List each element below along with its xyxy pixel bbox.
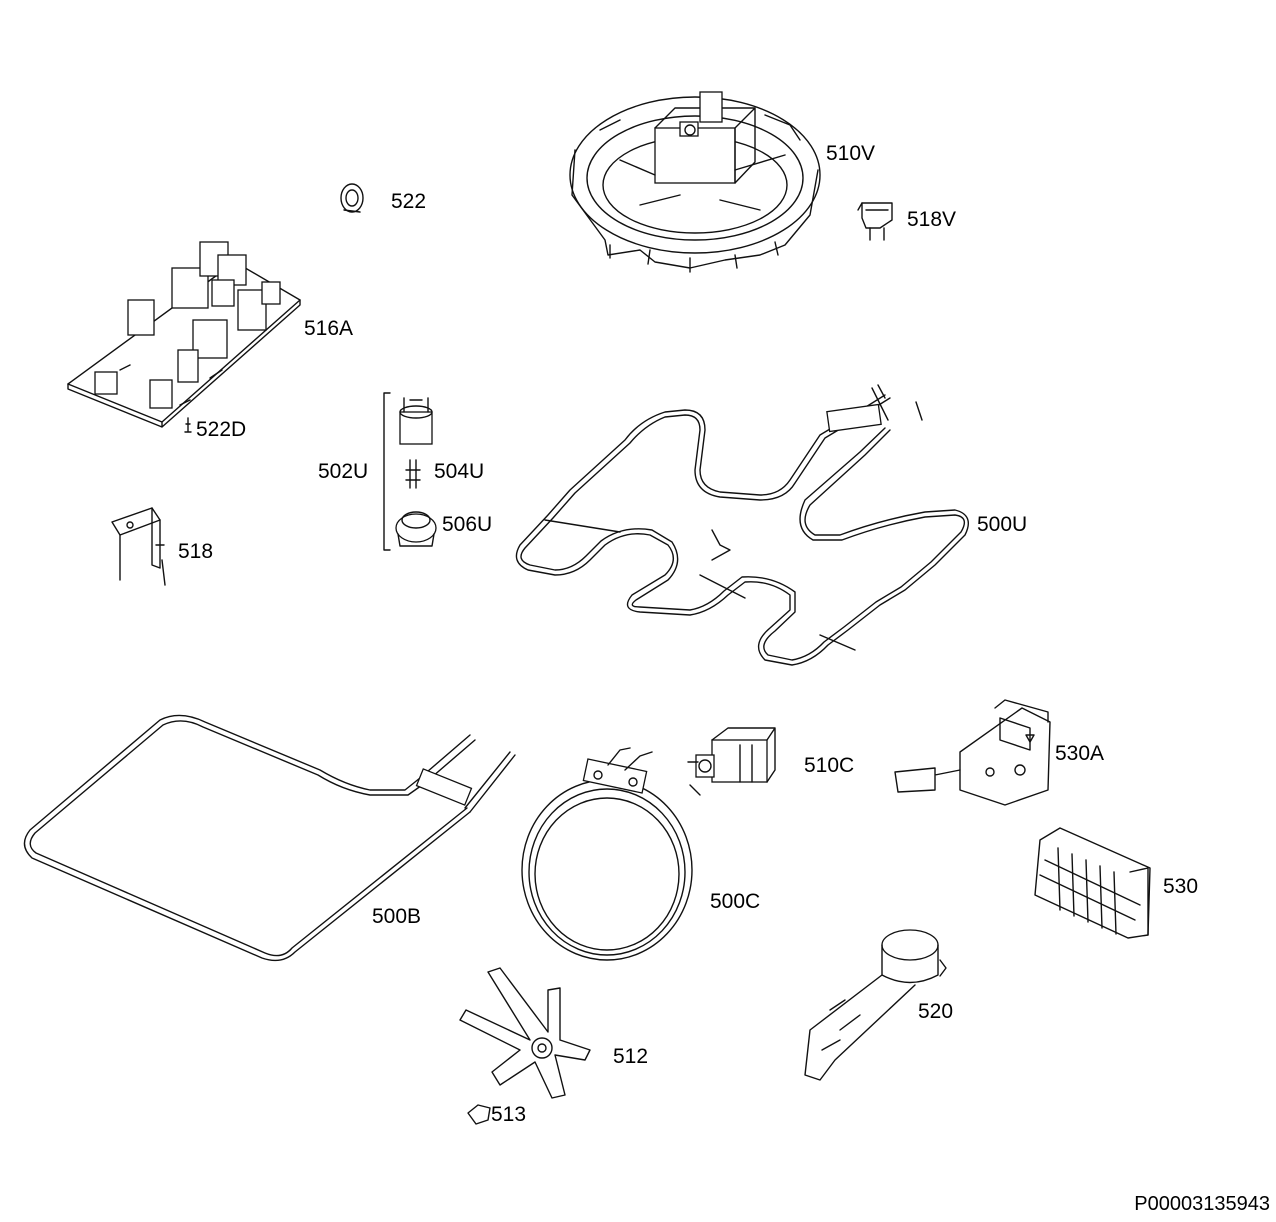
callout-518v: 518V bbox=[907, 208, 957, 231]
callout-512: 512 bbox=[613, 1045, 649, 1068]
part-500b-bottom-element bbox=[23, 714, 516, 962]
part-522-clip bbox=[340, 183, 364, 213]
callout-530a: 530A bbox=[1055, 742, 1105, 765]
callout-510c: 510C bbox=[804, 754, 855, 777]
part-530-terminal-block bbox=[1034, 827, 1151, 939]
callout-500u: 500U bbox=[977, 513, 1028, 536]
callout-506u: 506U bbox=[442, 513, 493, 536]
callout-520: 520 bbox=[918, 1000, 954, 1023]
part-500u-grill-element bbox=[515, 384, 969, 666]
part-502u-thermostat bbox=[399, 397, 433, 445]
part-510v-fan-assembly bbox=[569, 91, 821, 273]
part-520-timer-switch bbox=[804, 929, 947, 1081]
callout-504u: 504U bbox=[434, 460, 485, 483]
part-522d-pin bbox=[184, 417, 192, 433]
part-513-nut bbox=[467, 1104, 491, 1125]
part-516a-circuit-board bbox=[67, 241, 301, 428]
callout-500b: 500B bbox=[372, 905, 422, 928]
callout-510v: 510V bbox=[826, 142, 876, 165]
part-506u-lamp-cover bbox=[395, 511, 437, 547]
callout-522: 522 bbox=[391, 190, 427, 213]
part-530a-connector-block bbox=[894, 699, 1051, 806]
part-518-bracket bbox=[111, 507, 166, 586]
part-500c-round-element bbox=[521, 747, 693, 961]
part-518v-bracket bbox=[857, 202, 893, 241]
callout-530: 530 bbox=[1163, 875, 1199, 898]
callout-516a: 516A bbox=[304, 317, 354, 340]
callout-513: 513 bbox=[491, 1103, 527, 1126]
callout-518: 518 bbox=[178, 540, 214, 563]
part-510c-motor bbox=[687, 727, 776, 796]
callout-500c: 500C bbox=[710, 890, 761, 913]
callout-502u: 502U bbox=[318, 460, 369, 483]
callout-522d: 522D bbox=[196, 418, 247, 441]
part-504u-connector bbox=[405, 459, 421, 489]
part-502u-group-bracket bbox=[383, 392, 391, 551]
part-512-fan-blade bbox=[459, 967, 591, 1099]
document-id: P00003135943 bbox=[1134, 1193, 1270, 1215]
